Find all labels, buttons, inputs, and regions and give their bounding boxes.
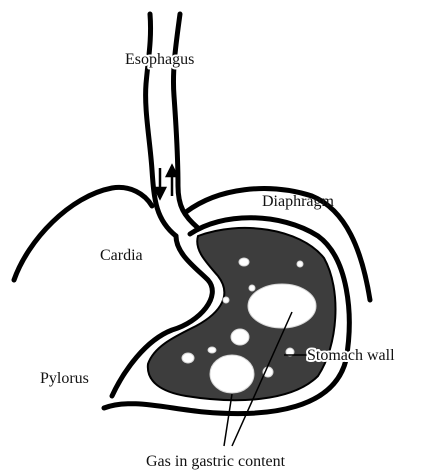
gas-pointer-lower xyxy=(224,394,232,446)
esophagus-tube xyxy=(146,14,198,236)
gas-bubble-small-6 xyxy=(239,258,249,266)
reflux-arrows xyxy=(155,166,177,198)
label-esophagus: Esophagus xyxy=(125,51,194,68)
gas-bubble-small-3 xyxy=(208,347,216,353)
label-pylorus: Pylorus xyxy=(40,370,89,387)
label-stomach-wall: Stomach wall xyxy=(307,347,395,364)
gas-bubble-small-1 xyxy=(231,329,249,345)
label-diaphragm: Diaphragm xyxy=(262,193,335,210)
gas-bubble-small-9 xyxy=(297,261,303,267)
gas-bubble-large-upper xyxy=(248,284,316,328)
gas-bubble-small-7 xyxy=(223,297,229,303)
diaphragm-left-dome xyxy=(14,187,152,280)
gas-bubble-small-2 xyxy=(182,353,194,363)
label-cardia: Cardia xyxy=(100,247,143,264)
gas-bubble-small-8 xyxy=(249,285,255,291)
gas-bubble-large-lower xyxy=(210,355,254,393)
label-gas-in-gastric-content: Gas in gastric content xyxy=(146,453,286,470)
